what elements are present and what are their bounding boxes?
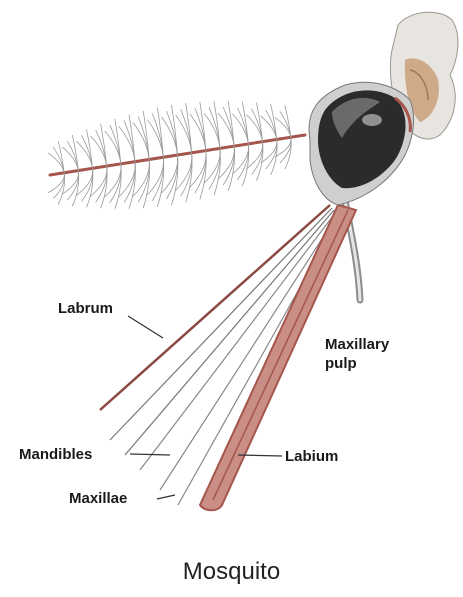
antenna-hair: [152, 114, 163, 158]
label-maxillae: Maxillae: [69, 490, 127, 508]
figure-caption: Mosquito: [0, 558, 463, 586]
antenna-hair: [223, 107, 234, 146]
antenna-hair: [138, 159, 149, 202]
antenna-hair: [204, 113, 220, 148]
antenna-hair: [209, 148, 220, 189]
head: [309, 82, 413, 205]
antenna-hair: [105, 131, 121, 164]
antenna-hair: [96, 130, 107, 166]
antenna-hair: [133, 123, 149, 160]
antenna-hair: [181, 153, 192, 197]
antenna-hair: [124, 121, 135, 162]
antenna-hair: [223, 146, 234, 185]
antenna-hair: [218, 113, 234, 146]
antenna-hair: [152, 157, 163, 201]
antenna-hair: [124, 162, 135, 203]
label-labrum: Labrum: [58, 300, 113, 318]
antenna-hair: [181, 109, 192, 153]
antenna-hair: [190, 114, 206, 151]
label-labium: Labium: [285, 448, 338, 466]
antenna-hair: [237, 108, 248, 144]
antenna-hair: [110, 164, 121, 203]
antenna-hair: [147, 120, 163, 158]
antenna-hair: [167, 111, 178, 155]
antenna-hair: [195, 151, 206, 194]
antenna-hair: [167, 155, 178, 199]
antenna-hair: [162, 117, 178, 155]
antenna-hair: [91, 136, 107, 166]
antenna-hair: [237, 144, 248, 180]
antenna-hair: [176, 115, 192, 153]
label-maxillary-line2: pulp: [325, 355, 357, 373]
antenna-hair: [195, 108, 206, 151]
label-maxillary-line1: Maxillary: [325, 336, 389, 354]
label-mandibles: Mandibles: [19, 446, 92, 464]
antenna-hair: [232, 114, 248, 144]
antenna-hair: [138, 117, 149, 160]
antenna-hair: [119, 127, 135, 162]
antenna-hair: [110, 125, 121, 164]
